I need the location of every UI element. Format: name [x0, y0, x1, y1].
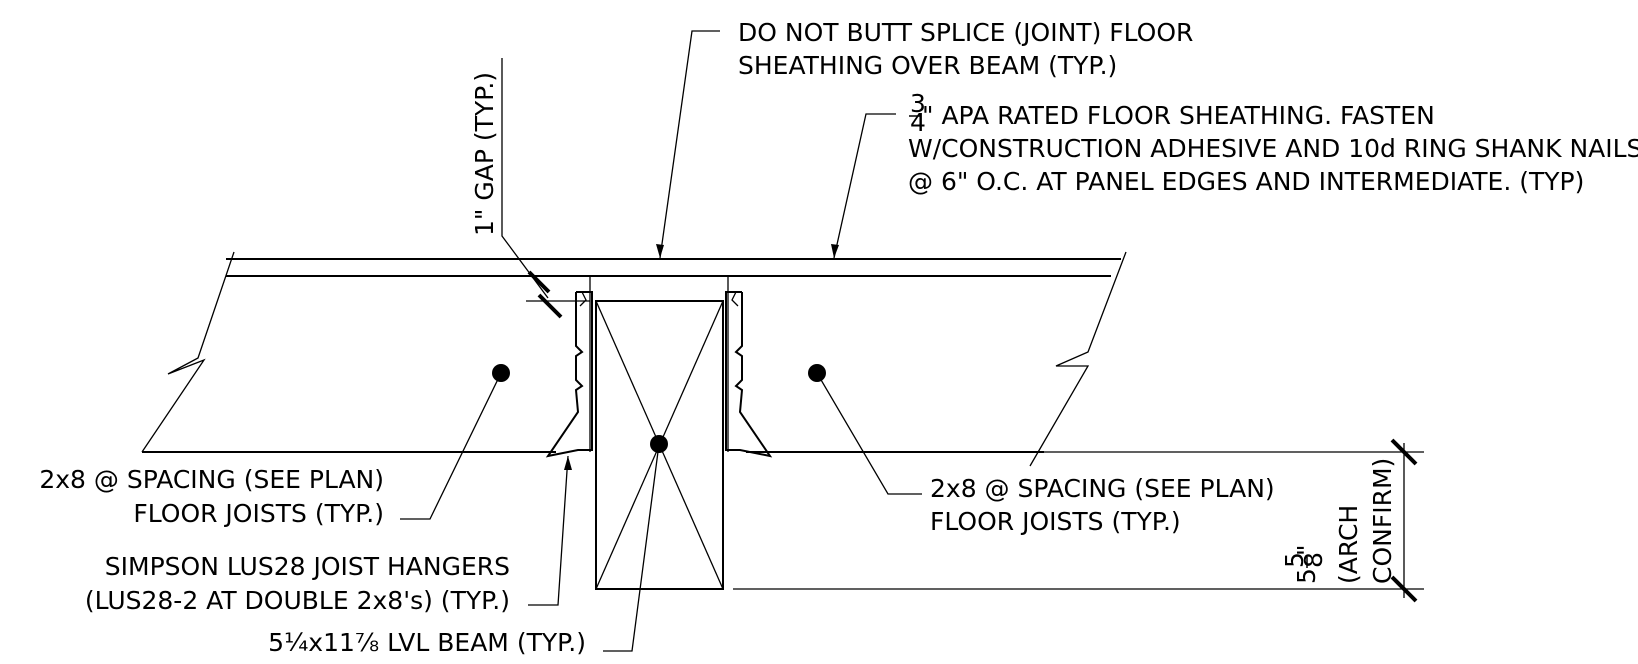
dim-fraction-den: 8: [1299, 552, 1328, 568]
hanger-arrow: [564, 456, 572, 470]
hanger-leader: [528, 455, 569, 606]
hanger-note-line-2: (LUS28-2 AT DOUBLE 2x8's) (TYP.): [85, 586, 510, 615]
dim-value: 5: [1292, 568, 1321, 584]
butt-splice-note-line-2: SHEATHING OVER BEAM (TYP.): [738, 51, 1117, 80]
right-joist-leader: [816, 372, 922, 495]
dim-fraction-num: 5: [1280, 552, 1309, 568]
sheathing-note-line-2: W/CONSTRUCTION ADHESIVE AND 10d RING SHA…: [908, 134, 1638, 163]
beam-note: 5¼x11⅞ LVL BEAM (TYP.): [268, 628, 586, 657]
right-joist-note-line-2: FLOOR JOISTS (TYP.): [930, 507, 1181, 536]
sheathing-note-line-1: " APA RATED FLOOR SHEATHING. FASTEN: [922, 101, 1435, 130]
sheathing-arrow: [831, 244, 839, 258]
gap-label: 1" GAP (TYP.): [470, 72, 499, 236]
dim-note-line-2-group: CONFIRM): [1368, 458, 1397, 584]
gap-tick-2: [537, 293, 563, 319]
butt-splice-note-line-1: DO NOT BUTT SPLICE (JOINT) FLOOR: [738, 18, 1193, 47]
butt-splice-arrow: [656, 244, 664, 258]
right-break-line: [1029, 251, 1127, 467]
lvl-beam: [595, 300, 724, 590]
dim-note-line-1-group: (ARCH: [1334, 505, 1363, 584]
hanger-note-line-1: SIMPSON LUS28 JOIST HANGERS: [105, 552, 510, 581]
dim-note-line-1: (ARCH: [1334, 505, 1363, 584]
left-break-line: [141, 251, 235, 453]
dim-tick-top: [1390, 438, 1418, 466]
left-joist-note-line-1: 2x8 @ SPACING (SEE PLAN): [39, 465, 384, 494]
butt-splice-leader: [659, 30, 720, 259]
dim-tick-bottom: [1390, 575, 1418, 603]
left-joist-hanger: [545, 291, 593, 458]
beam-leader: [603, 443, 660, 652]
left-joist-note-line-2: FLOOR JOISTS (TYP.): [133, 499, 384, 528]
right-joist-hanger: [725, 291, 773, 458]
sheathing-note-line-3: @ 6" O.C. AT PANEL EDGES AND INTERMEDIAT…: [908, 167, 1584, 196]
gap-leader: [501, 58, 549, 299]
dim-inch-mark: ": [1292, 545, 1321, 557]
gap-tick-1: [527, 270, 551, 294]
depth-dimension-label: 5 5 8 ": [1280, 545, 1328, 585]
right-joist-note-line-1: 2x8 @ SPACING (SEE PLAN): [930, 474, 1275, 503]
dim-note-line-2: CONFIRM): [1368, 458, 1397, 584]
sheathing-fraction-den: 4: [910, 108, 926, 137]
sheathing-leader: [833, 113, 896, 259]
sheathing-fraction-num: 3: [910, 89, 926, 118]
left-joist-leader: [400, 372, 502, 520]
